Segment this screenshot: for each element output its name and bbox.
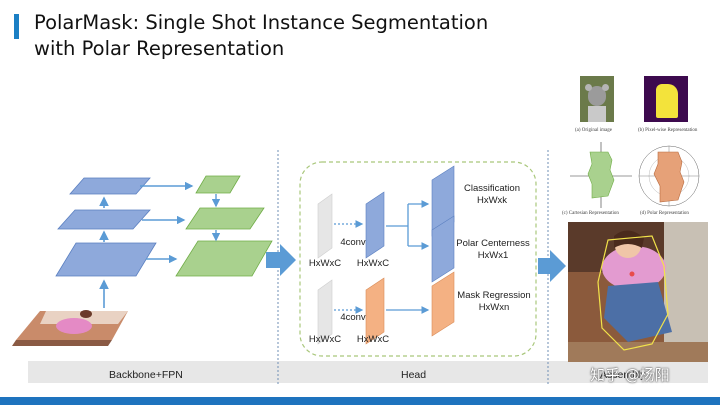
- title-line-2: with Polar Representation: [34, 37, 285, 60]
- head-conv-feature-bottom: [365, 277, 385, 345]
- arrow-backbone-to-head: [266, 244, 296, 276]
- watermark: 知乎 @杨阳: [590, 366, 670, 384]
- caption-original: (a) Original image: [575, 128, 612, 133]
- conv-label-bottom: 4conv: [340, 312, 366, 323]
- head-box: [299, 161, 537, 357]
- head-conv-feature-top: [365, 191, 385, 259]
- arrow-head-to-assembly: [538, 250, 566, 282]
- backbone-level-3: [55, 242, 157, 277]
- centerness-output: [431, 215, 455, 283]
- feature-size-out-top: HxWxC: [356, 258, 390, 269]
- original-image-thumb: [580, 76, 614, 122]
- head-input-feature-bottom: [317, 279, 333, 345]
- feature-size-in-top: HxWxC: [308, 258, 342, 269]
- cartesian-thumb: [570, 142, 632, 208]
- section-label-head: Head: [401, 369, 427, 381]
- fpn-level-2: [185, 207, 265, 230]
- input-image: [12, 310, 128, 346]
- section-label-backbone: Backbone+FPN: [109, 369, 183, 381]
- caption-polar: (d) Polar Representation: [640, 211, 689, 216]
- fpn-level-3: [175, 240, 273, 277]
- conv-label-top: 4conv: [340, 237, 366, 248]
- caption-pixel-wise: (b) Pixel-wise Representation: [638, 128, 698, 133]
- feature-size-out-bottom: HxWxC: [356, 334, 390, 345]
- page-title: PolarMask: Single Shot Instance Segmenta…: [34, 10, 488, 62]
- backbone-level-2: [57, 209, 151, 230]
- title-accent-bar: [14, 14, 19, 39]
- caption-cartesian: (c) Cartesian Representation: [562, 211, 619, 216]
- head-input-feature-top: [317, 193, 333, 259]
- pixel-wise-thumb: [644, 76, 688, 122]
- section-label-assembly: Assembly: [600, 369, 646, 381]
- title-line-1: PolarMask: Single Shot Instance Segmenta…: [34, 11, 489, 34]
- assembly-result-image: [568, 222, 708, 362]
- footer-bar: [0, 397, 720, 405]
- polar-thumb: [638, 145, 700, 207]
- fpn-level-1: [195, 175, 241, 194]
- backbone-level-1: [69, 177, 151, 195]
- section-band: [28, 361, 708, 383]
- feature-size-in-bottom: HxWxC: [308, 334, 342, 345]
- mask-regression-output: [431, 271, 455, 337]
